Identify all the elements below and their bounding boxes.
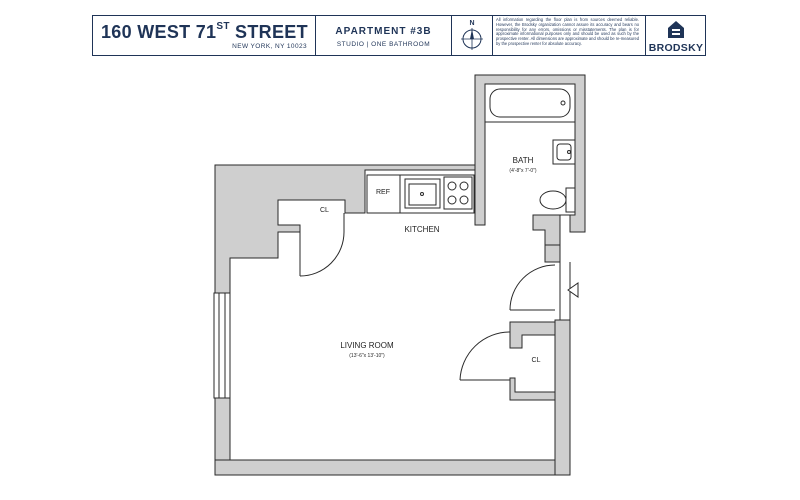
- apartment-cell: APARTMENT #3B STUDIO | ONE BATHROOM: [316, 16, 451, 55]
- right-mid-wall: [544, 244, 561, 263]
- upper-left-wall: [214, 164, 476, 294]
- lower-left-wall: [214, 397, 231, 461]
- walls: [214, 74, 586, 476]
- closet-top-wall: [509, 321, 556, 349]
- apartment-title: APARTMENT #3B: [335, 26, 432, 37]
- compass-north-label: N: [469, 20, 474, 27]
- brand-logo: BRODSKY: [648, 42, 704, 54]
- bath-sink: [552, 139, 576, 165]
- doors: [299, 213, 556, 381]
- header-divider: [492, 16, 493, 55]
- living-room-dimensions: (13'-6"x 13'-10"): [349, 353, 385, 359]
- bath-label: BATH: [513, 156, 534, 165]
- header-divider: [451, 16, 452, 55]
- building-address: NEW YORK, NY 10023: [232, 43, 307, 50]
- compass-icon: N: [461, 20, 483, 50]
- toilet: [539, 187, 576, 213]
- disclaimer-text: All information regarding the floor plan…: [496, 17, 639, 47]
- header-divider: [315, 16, 316, 55]
- compass-cell: N: [452, 16, 492, 55]
- apartment-description: STUDIO | ONE BATHROOM: [336, 41, 431, 48]
- interior-lines: [229, 170, 571, 398]
- right-lower-wall: [554, 319, 571, 476]
- closet-label: CL: [320, 207, 329, 214]
- window: [213, 292, 231, 399]
- closet-label: CL: [532, 357, 541, 364]
- building-title: 160 WEST 71ST STREET: [101, 21, 308, 42]
- disclaimer-cell: All information regarding the floor plan…: [493, 16, 645, 55]
- living-room-label: LIVING ROOM: [340, 341, 394, 350]
- plan-header: 160 WEST 71ST STREET NEW YORK, NY 10023 …: [92, 15, 706, 56]
- ref-label: REF: [376, 189, 390, 196]
- kitchen-label: KITCHEN: [404, 225, 439, 234]
- building-cell: 160 WEST 71ST STREET NEW YORK, NY 10023: [93, 16, 315, 55]
- entry-arrow-icon: [567, 282, 579, 298]
- kitchen-counter: [366, 174, 475, 214]
- brand-cell: BRODSKY: [646, 16, 706, 55]
- bottom-wall: [214, 459, 571, 476]
- equal-housing-opportunity-icon: [668, 21, 684, 38]
- bath-dimensions: (4'-8"x 7'-0"): [509, 168, 536, 174]
- header-divider: [645, 16, 646, 55]
- bathtub: [484, 83, 576, 123]
- bath-wall: [474, 74, 586, 246]
- closet-bottom-wall: [509, 377, 556, 401]
